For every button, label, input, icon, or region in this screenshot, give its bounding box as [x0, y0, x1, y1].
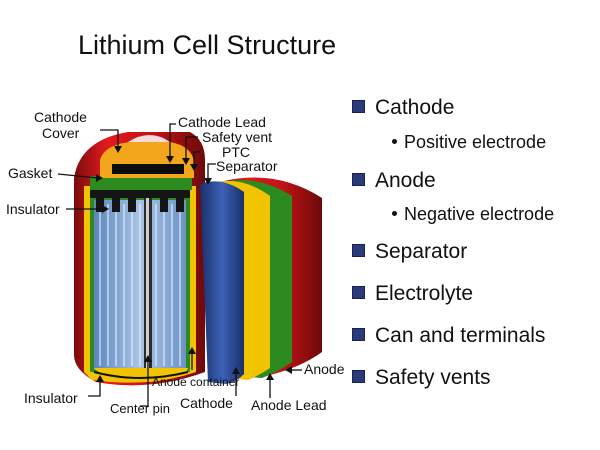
gasket-band [90, 176, 192, 190]
label-anode-container: Anode container [152, 375, 239, 389]
bullet-text: Negative electrode [404, 204, 555, 224]
label-ptc: PTC [222, 144, 250, 160]
round-bullet-icon [392, 210, 397, 216]
leader-arrowheads [96, 146, 292, 382]
label-anode-lead: Anode Lead [251, 397, 327, 413]
electrode-stripes [99, 204, 181, 366]
bullet-cathode: Cathode [352, 96, 454, 120]
separator-layer-unrolled [200, 181, 244, 384]
square-bullet-icon [352, 285, 365, 299]
label-gasket: Gasket [8, 165, 52, 181]
top-insulator [90, 190, 190, 212]
round-bullet-icon [392, 138, 397, 144]
bullet-text: Separator [375, 240, 468, 263]
bullet-can-and-terminals: Can and terminals [352, 324, 545, 348]
label-separator: Separator [216, 158, 278, 174]
bullet-positive-electrode: Positive electrode [392, 132, 546, 153]
leader-lines [57, 123, 302, 407]
label-insulator-bottom: Insulator [24, 390, 78, 406]
label-center-pin: Center pin [110, 401, 170, 416]
bullet-text: Electrolyte [375, 282, 474, 305]
bullet-safety-vents: Safety vents [352, 366, 491, 390]
bullet-text: Can and terminals [375, 324, 546, 347]
square-bullet-icon [352, 172, 365, 186]
label-cathode-cover-line1: Cathode [34, 109, 87, 125]
bullet-text: Cathode [375, 96, 455, 119]
label-cathode: Cathode [180, 395, 233, 411]
bottom-insulator [94, 368, 188, 382]
label-anode: Anode [304, 361, 345, 377]
bullet-text: Safety vents [375, 366, 491, 389]
square-bullet-icon [352, 327, 365, 341]
label-safety-vent: Safety vent [202, 129, 272, 145]
bullet-anode: Anode [352, 169, 436, 193]
label-cathode-lead: Cathode Lead [178, 114, 266, 130]
square-bullet-icon [352, 243, 365, 257]
square-bullet-icon [352, 99, 365, 113]
label-cathode-cover-line2: Cover [42, 125, 80, 141]
bullet-separator: Separator [352, 240, 467, 264]
page-title: Lithium Cell Structure [78, 30, 337, 60]
label-insulator-top: Insulator [6, 201, 60, 217]
bullet-electrolyte: Electrolyte [352, 282, 473, 306]
bullet-text: Positive electrode [404, 132, 547, 152]
cell-cutaway-diagram: Cathode Cover Cathode Lead Safety vent P… [6, 109, 345, 416]
bullet-negative-electrode: Negative electrode [392, 204, 554, 225]
square-bullet-icon [352, 369, 365, 383]
ptc-ring [112, 164, 184, 174]
bullet-text: Anode [375, 169, 436, 192]
